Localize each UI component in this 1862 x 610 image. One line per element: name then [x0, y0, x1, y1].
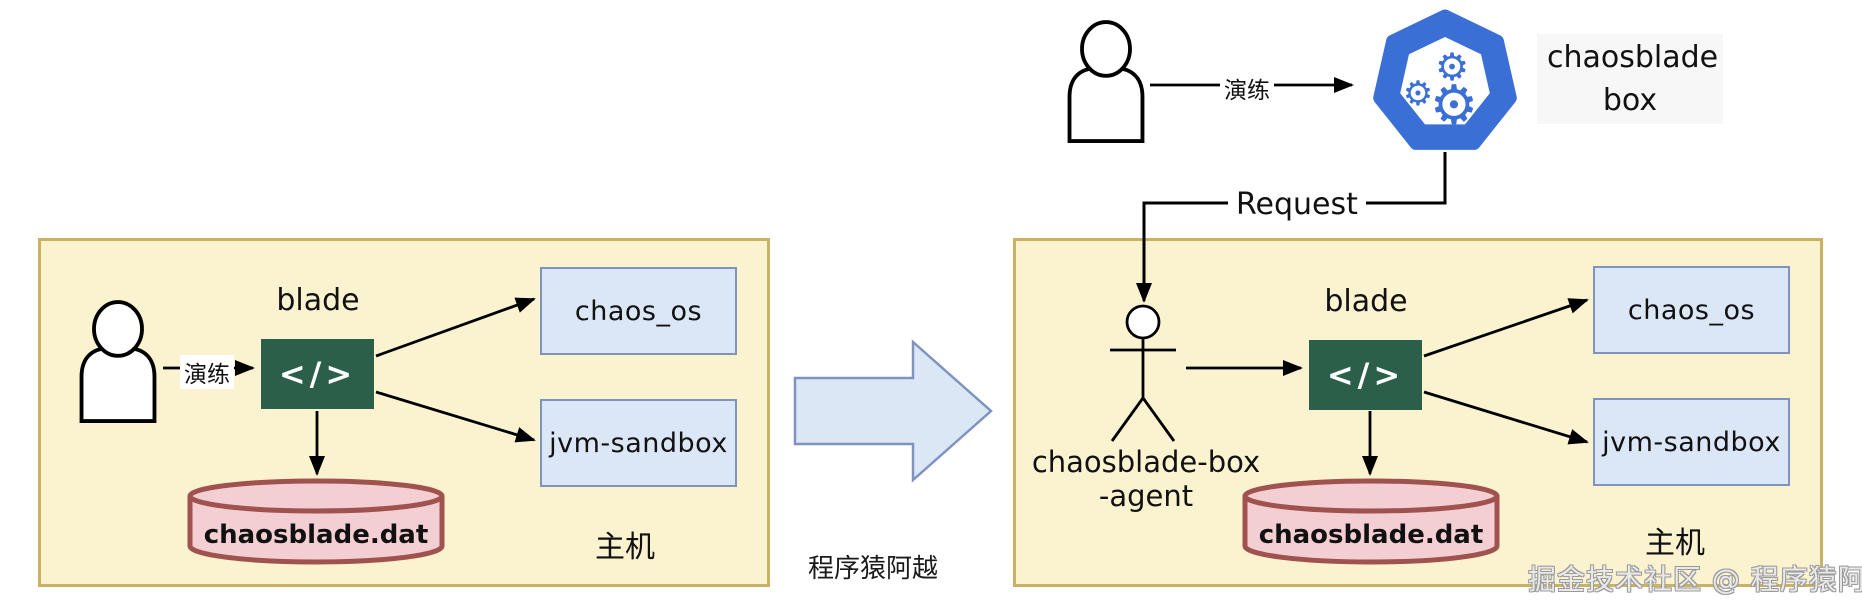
request-label: Request [1228, 187, 1366, 222]
agent-label-line2: -agent [1098, 479, 1194, 513]
target-label: chaos_os [574, 295, 703, 327]
logo-label-line2: box [1602, 83, 1658, 118]
target-jvm-sandbox: jvm-sandbox [1593, 398, 1790, 486]
target-label: jvm-sandbox [1602, 426, 1781, 458]
blade-code-box: </> [261, 339, 374, 409]
user-icon [1067, 20, 1145, 143]
author-watermark: 程序猿阿越 [808, 554, 939, 584]
code-icon: </> [278, 355, 357, 393]
data-file-label: chaosblade.dat [203, 520, 429, 550]
blade-title: blade [276, 283, 360, 318]
gear-icon: ⚙ [1430, 74, 1478, 137]
agent-label: chaosblade-box -agent [1026, 445, 1266, 513]
exercise-label: 演练 [1220, 71, 1274, 105]
corner-watermark: 掘金技术社区 @ 程序猿阿越 [1528, 563, 1862, 596]
blade-title: blade [1324, 284, 1408, 319]
logo-label-line1: chaosblade [1547, 40, 1719, 75]
target-chaos-os: chaos_os [1593, 266, 1790, 354]
target-label: chaos_os [1627, 294, 1756, 326]
target-jvm-sandbox: jvm-sandbox [540, 399, 737, 487]
code-icon: </> [1326, 356, 1405, 394]
data-file-label: chaosblade.dat [1258, 520, 1484, 550]
blade-code-box: </> [1309, 340, 1422, 410]
transition-arrow-icon [793, 339, 993, 483]
exercise-label: 演练 [180, 355, 234, 389]
agent-label-line1: chaosblade-box [1031, 445, 1261, 479]
target-label: jvm-sandbox [549, 427, 728, 459]
host-title: 主机 [1645, 526, 1705, 561]
gear-icon: ⚙ [1403, 74, 1433, 114]
target-chaos-os: chaos_os [540, 267, 737, 355]
chaosblade-box-logo-icon: ⚙ ⚙ ⚙ [1373, 9, 1517, 150]
gear-icon: ⚙ [1435, 45, 1469, 89]
chaosblade-box-label: chaosblade box [1537, 34, 1723, 124]
host-title: 主机 [595, 530, 655, 565]
